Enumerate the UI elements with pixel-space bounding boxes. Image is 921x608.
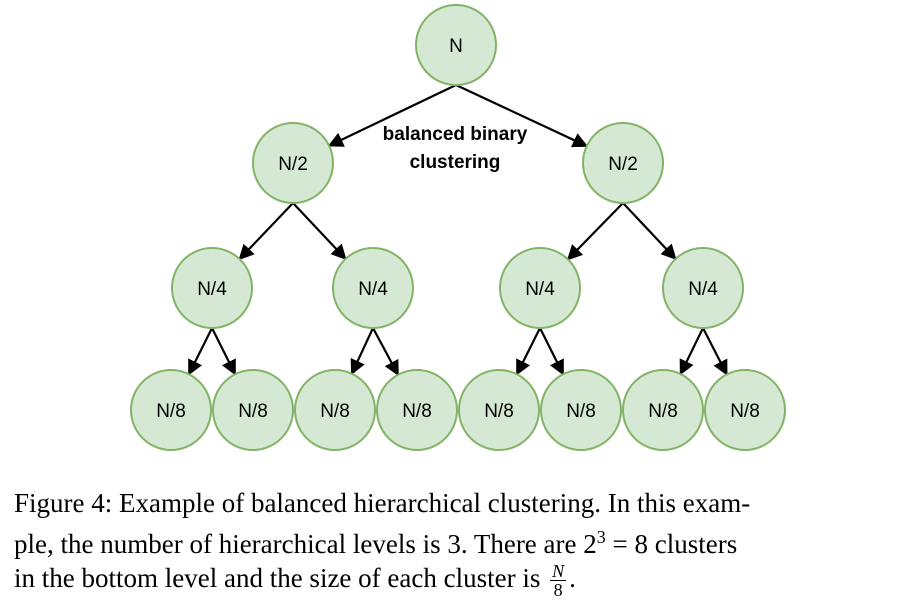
tree-node-l2-1: N/4 xyxy=(332,247,414,329)
tree-node-l2-2: N/4 xyxy=(499,247,581,329)
node-circle xyxy=(622,369,704,451)
tree-node-l0-0: N xyxy=(415,4,497,86)
node-circle xyxy=(662,247,744,329)
node-label: N/8 xyxy=(730,401,760,422)
caption-line-1: Figure 4: Example of balanced hierarchic… xyxy=(14,488,751,518)
node-circle xyxy=(458,369,540,451)
caption-line-3: in the bottom level and the size of each… xyxy=(14,561,914,599)
edge-l2-2-0 xyxy=(515,327,541,376)
node-label: N/8 xyxy=(156,401,186,422)
caption-line-2-text: ple, the number of hierarchical levels i… xyxy=(14,529,597,559)
node-circle xyxy=(294,369,376,451)
edge-l1-0-1 xyxy=(292,202,347,260)
tree-node-l3-4: N/8 xyxy=(458,369,540,451)
node-label: N xyxy=(449,36,463,57)
node-label: N/4 xyxy=(358,279,388,300)
tree-node-l3-7: N/8 xyxy=(704,369,786,451)
edge-l2-1-0 xyxy=(350,327,374,376)
node-circle xyxy=(332,247,414,329)
caption-exponent: 3 xyxy=(596,527,606,547)
tree-node-l2-3: N/4 xyxy=(662,247,744,329)
node-label: N/8 xyxy=(238,401,268,422)
tree-node-l1-0: N/2 xyxy=(252,122,334,204)
edge-l1-1-1 xyxy=(622,202,677,260)
node-circle xyxy=(415,4,497,86)
clustering-tree-diagram: N N/2 N/2N/4 N/4 N/4 N/4N/8 N/8 N/8 N/8 N/8 N/8 N/8… xyxy=(130,4,786,451)
edge-l2-0-0 xyxy=(187,327,213,376)
node-circle xyxy=(704,369,786,451)
diagram-label-line1: balanced binary xyxy=(383,124,528,145)
tree-node-l3-6: N/8 xyxy=(622,369,704,451)
node-label: N/8 xyxy=(320,401,350,422)
edge-l2-0-1 xyxy=(211,327,237,376)
node-circle xyxy=(376,369,458,451)
edge-l2-2-1 xyxy=(539,327,565,376)
caption-line-3-text: in the bottom level and the size of each… xyxy=(14,563,548,593)
node-label: N/4 xyxy=(525,279,555,300)
edge-l1-0-0 xyxy=(238,202,294,261)
node-label: N/4 xyxy=(688,279,718,300)
tree-node-l3-1: N/8 xyxy=(212,369,294,451)
edge-l1-1-0 xyxy=(566,202,624,261)
node-label: N/2 xyxy=(608,154,638,175)
edge-l2-1-1 xyxy=(372,327,400,377)
edge-l2-3-0 xyxy=(679,327,704,376)
node-circle xyxy=(212,369,294,451)
caption-line-2: ple, the number of hierarchical levels i… xyxy=(14,520,914,561)
edge-l0-0-0 xyxy=(327,84,457,147)
node-circle xyxy=(252,122,334,204)
node-circle xyxy=(540,369,622,451)
node-circle xyxy=(130,369,212,451)
tree-node-l3-2: N/8 xyxy=(294,369,376,451)
node-label: N/4 xyxy=(197,279,227,300)
caption-line-3-end: . xyxy=(569,563,576,593)
tree-edges xyxy=(187,84,728,377)
fraction-numerator: N xyxy=(550,561,567,582)
node-label: N/2 xyxy=(278,154,308,175)
fraction-denominator: 8 xyxy=(553,580,563,601)
node-label: N/8 xyxy=(484,401,514,422)
tree-node-l3-3: N/8 xyxy=(376,369,458,451)
figure-caption: Figure 4: Example of balanced hierarchic… xyxy=(14,486,914,599)
caption-line-2-end: = 8 clusters xyxy=(605,529,738,559)
node-circle xyxy=(499,247,581,329)
tree-nodes: N N/2 N/2N/4 N/4 N/4 N/4N/8 N/8 N/8 N/8 N/8 N/8 N/8… xyxy=(130,4,786,451)
node-label: N/8 xyxy=(402,401,432,422)
tree-node-l1-1: N/2 xyxy=(582,122,664,204)
node-circle xyxy=(582,122,664,204)
diagram-label-line2: clustering xyxy=(410,152,501,173)
node-label: N/8 xyxy=(566,401,596,422)
node-label: N/8 xyxy=(648,401,678,422)
edge-l2-3-1 xyxy=(702,327,728,376)
tree-node-l3-0: N/8 xyxy=(130,369,212,451)
tree-node-l3-5: N/8 xyxy=(540,369,622,451)
edge-l0-0-1 xyxy=(455,84,589,148)
tree-node-l2-0: N/4 xyxy=(171,247,253,329)
node-circle xyxy=(171,247,253,329)
